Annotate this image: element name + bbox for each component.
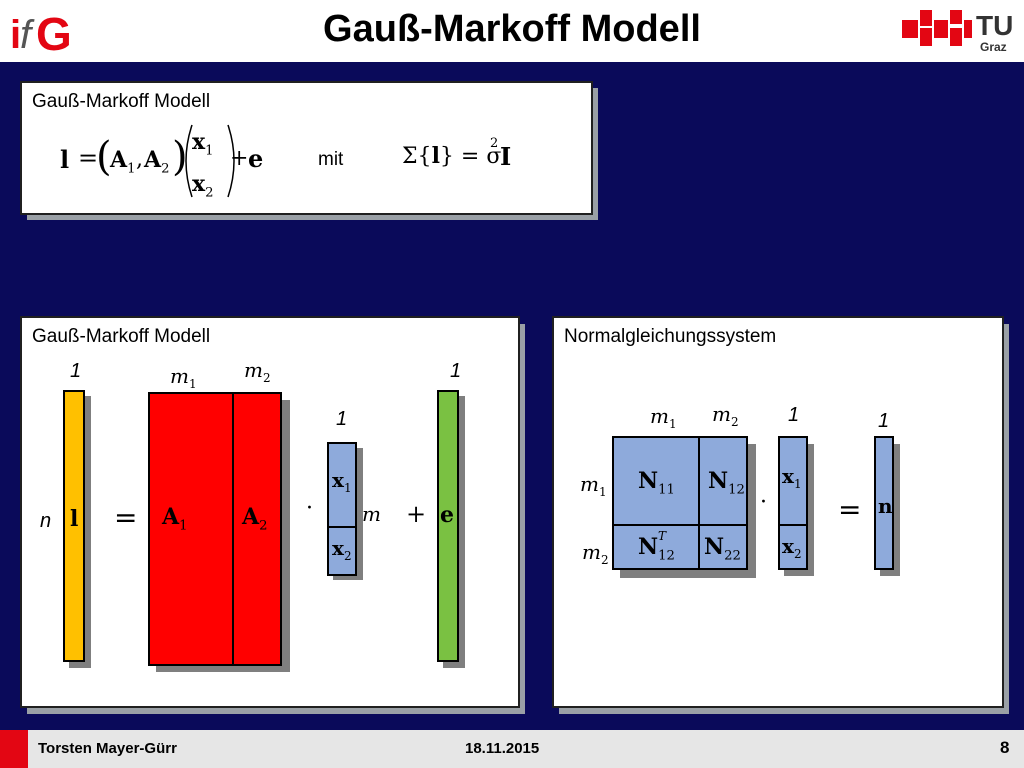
paren-open: ( xyxy=(96,134,112,180)
footer-author: Torsten Mayer-Gürr xyxy=(38,740,177,757)
tu-text: TU xyxy=(976,10,1014,41)
footer-date: 18.11.2015 xyxy=(465,740,540,757)
panel-title: Gauß-Markoff Modell xyxy=(32,91,211,112)
vector-e-block xyxy=(437,390,459,662)
vector-x2: x2 xyxy=(192,171,214,201)
dim-label-x: 1 xyxy=(336,408,348,430)
sigma-squared: 2 xyxy=(490,136,499,151)
dim-label-m: m xyxy=(362,502,381,526)
vector-e: e xyxy=(248,144,264,173)
dim-label-n: 1 xyxy=(878,410,890,432)
equals-sign: = xyxy=(78,144,99,172)
matrix-n22-label: N22 xyxy=(704,534,741,564)
matrix-n12-label: N12 xyxy=(708,468,745,498)
vector-e-label: e xyxy=(440,502,454,528)
vector-n-label: n xyxy=(878,494,893,518)
vector-x-block xyxy=(327,442,357,576)
matrix-n11-label: N11 xyxy=(638,468,675,498)
vector-x2-label: x2 xyxy=(332,536,352,563)
plus-sign: + xyxy=(230,146,249,171)
header-bar: i f G Gauß-Markoff Modell TU Graz xyxy=(0,0,1024,62)
dim-label-m2-col: m2 xyxy=(712,402,739,429)
svg-text:G: G xyxy=(36,8,72,60)
panel-model-equation: Gauß-Markoff Modell l = ( A1 , A2 ) x1 x… xyxy=(20,81,593,215)
page-title: Gauß-Markoff Modell xyxy=(323,8,701,50)
equals-sign: = xyxy=(114,501,138,534)
matrix-a-divider xyxy=(232,392,234,666)
dim-label-e: 1 xyxy=(450,360,462,382)
matrix-n-divider-v xyxy=(698,436,700,570)
page-number: 8 xyxy=(1000,738,1010,757)
dim-label-x: 1 xyxy=(788,404,800,426)
dim-label-m1-col: m1 xyxy=(650,404,677,431)
transpose-marker: T xyxy=(658,529,667,543)
vector-x1-label: x1 xyxy=(332,468,352,495)
dim-label-m2-row: m2 xyxy=(582,540,609,567)
vector-x2-label: x2 xyxy=(782,534,802,561)
vector-x1: x1 xyxy=(192,129,214,159)
dim-label-n: n xyxy=(40,510,52,532)
dim-label-m1: m1 xyxy=(170,364,197,391)
ifg-logo: i f G xyxy=(10,8,72,60)
matrix-n-divider-h xyxy=(612,524,748,526)
matrix-a1-label: A1 xyxy=(162,504,188,534)
matrix-n-block xyxy=(612,436,748,570)
dim-label-m1-row: m1 xyxy=(580,472,607,499)
panel-title: Gauß-Markoff Modell xyxy=(32,326,211,347)
vector-x-divider xyxy=(327,526,357,528)
dim-label-m2: m2 xyxy=(244,358,271,385)
plus-sign: + xyxy=(406,500,427,528)
panel-normal-equations: Normalgleichungssystem m1 m2 1 1 m1 m2 N… xyxy=(552,316,1004,708)
vector-l: l xyxy=(60,145,70,174)
graz-text: Graz xyxy=(980,40,1007,54)
matrix-a2-label: A2 xyxy=(242,504,268,534)
vector-n-block xyxy=(874,436,894,570)
svg-text:i: i xyxy=(10,13,21,57)
paren-close: ) xyxy=(172,134,188,180)
comma: , xyxy=(136,147,143,172)
vector-l-label: l xyxy=(70,506,79,532)
matrix-a-block xyxy=(148,392,282,666)
footer-accent xyxy=(0,730,28,768)
dim-label-l: 1 xyxy=(70,360,82,382)
vector-x-block xyxy=(778,436,808,570)
panel-title: Normalgleichungssystem xyxy=(564,326,777,347)
matrix-n12t-label: N12 xyxy=(638,534,675,564)
footer-bar: Torsten Mayer-Gürr 18.11.2015 8 xyxy=(0,730,1024,768)
vector-x-bracket xyxy=(185,124,235,198)
identity-matrix: I xyxy=(500,142,512,171)
vector-l-block xyxy=(63,390,85,662)
equals-sign: = xyxy=(838,493,862,526)
dot-operator: · xyxy=(760,490,767,515)
vector-x1-label: x1 xyxy=(782,464,802,491)
dot-operator: · xyxy=(306,496,313,521)
sigma-symbol: Σ{l} = σ xyxy=(402,143,502,169)
tu-graz-logo: TU Graz xyxy=(900,6,1020,58)
panel-model-blocks: Gauß-Markoff Modell 1 m1 m2 1 1 n m l = … xyxy=(20,316,520,708)
mit-label: mit xyxy=(318,149,344,170)
matrix-a1: A1 xyxy=(110,147,136,177)
matrix-a2: A2 xyxy=(144,147,170,177)
vector-x-divider xyxy=(778,524,808,526)
